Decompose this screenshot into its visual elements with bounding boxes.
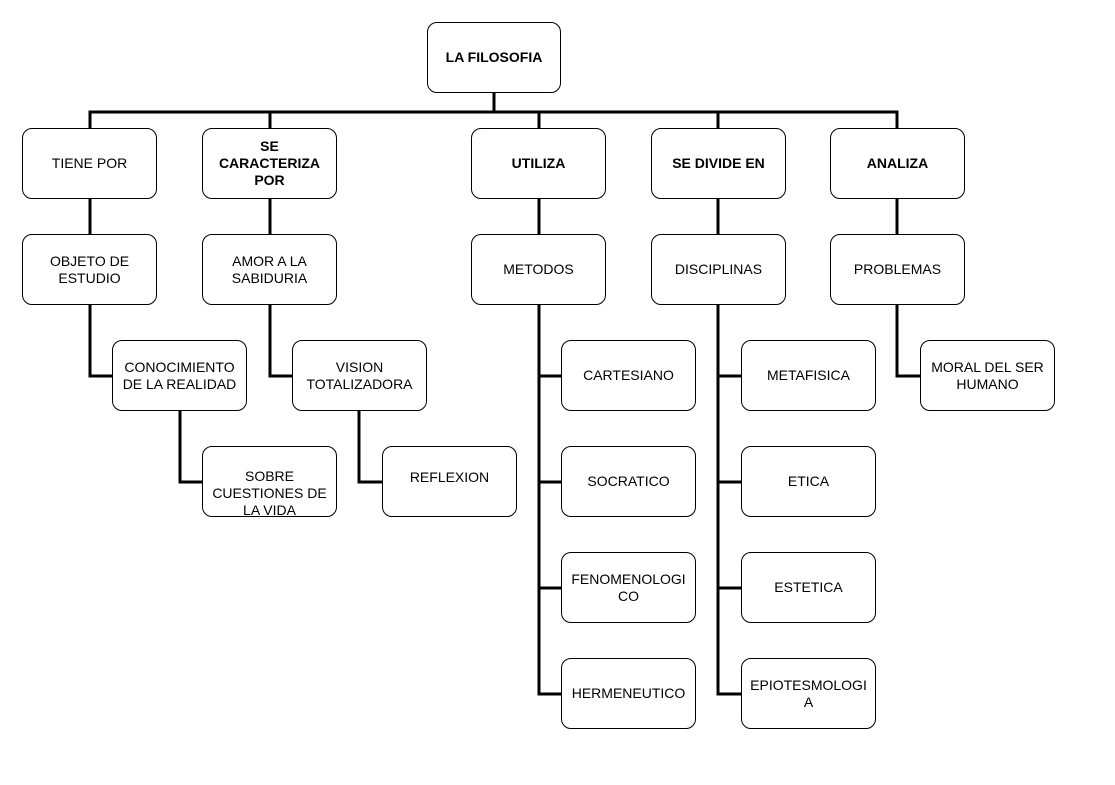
branch-2-subsub-label: REFLEXION [409, 469, 490, 485]
branch-3-child: METODOS [471, 234, 606, 305]
branch-4-label: SE DIVIDE EN [672, 155, 765, 171]
disciplina-item-label: METAFISICA [767, 367, 850, 383]
connector-b1-subsub [178, 408, 204, 484]
metodo-item-label: HERMENEUTICO [571, 685, 686, 701]
branch-1-subsub-label: SOBRE CUESTIONES DE LA VIDA [212, 468, 327, 517]
branch-5-sub: MORAL DEL SER HUMANO [920, 340, 1055, 411]
disciplina-item: ESTETICA [741, 552, 876, 623]
root-node: LA FILOSOFIA [427, 22, 561, 93]
branch-4-child-label: DISCIPLINAS [674, 261, 763, 277]
branch-5-child-label: PROBLEMAS [853, 261, 942, 277]
disciplina-item-label: ESTETICA [774, 579, 843, 595]
metodo-item-label: SOCRATICO [587, 473, 670, 489]
branch-1-child: OBJETO DE ESTUDIO [22, 234, 157, 305]
metodo-item: CARTESIANO [561, 340, 696, 411]
branch-5-header: ANALIZA [830, 128, 965, 199]
branch-5-label: ANALIZA [866, 155, 929, 171]
disciplina-item-label: EPIOTESMOLOGI A [750, 676, 867, 710]
branch-5-child: PROBLEMAS [830, 234, 965, 305]
connector-b1-sub [88, 302, 114, 378]
branch-4-child: DISCIPLINAS [651, 234, 786, 305]
connector-b2-sub [268, 302, 294, 378]
branch-2-subsub: REFLEXION [382, 446, 517, 517]
branch-3-label: UTILIZA [511, 155, 566, 171]
disciplina-item: ETICA [741, 446, 876, 517]
metodo-item: SOCRATICO [561, 446, 696, 517]
branch-1-header: TIENE POR [22, 128, 157, 199]
branch-1-sub: CONOCIMIENTO DE LA REALIDAD [112, 340, 247, 411]
connector-b5-sub [895, 302, 922, 378]
branch-1-label: TIENE POR [51, 155, 128, 171]
disciplina-item: METAFISICA [741, 340, 876, 411]
branch-3-header: UTILIZA [471, 128, 606, 199]
branch-4-header: SE DIVIDE EN [651, 128, 786, 199]
branch-2-label: SE CARACTERIZA POR [218, 138, 321, 188]
disciplina-item-label: ETICA [787, 473, 830, 489]
branch-1-child-label: OBJETO DE ESTUDIO [49, 252, 130, 286]
branch-2-child: AMOR A LA SABIDURIA [202, 234, 337, 305]
branch-2-sub-label: VISION TOTALIZADORA [306, 358, 413, 392]
connector-b2-subsub [357, 408, 384, 484]
root-label: LA FILOSOFIA [445, 49, 543, 65]
branch-5-sub-label: MORAL DEL SER HUMANO [931, 358, 1044, 392]
branch-1-subsub: SOBRE CUESTIONES DE LA VIDA [202, 446, 337, 517]
metodo-item: FENOMENOLOGI CO [561, 552, 696, 623]
branch-2-child-label: AMOR A LA SABIDURIA [231, 252, 308, 286]
disciplina-item: EPIOTESMOLOGI A [741, 658, 876, 729]
branch-3-child-label: METODOS [503, 261, 574, 277]
metodo-item: HERMENEUTICO [561, 658, 696, 729]
metodo-item-label: FENOMENOLOGI CO [571, 570, 686, 604]
metodo-item-label: CARTESIANO [583, 367, 674, 383]
branch-1-sub-label: CONOCIMIENTO DE LA REALIDAD [122, 358, 237, 392]
branch-2-sub: VISION TOTALIZADORA [292, 340, 427, 411]
branch-2-header: SE CARACTERIZA POR [202, 128, 337, 199]
